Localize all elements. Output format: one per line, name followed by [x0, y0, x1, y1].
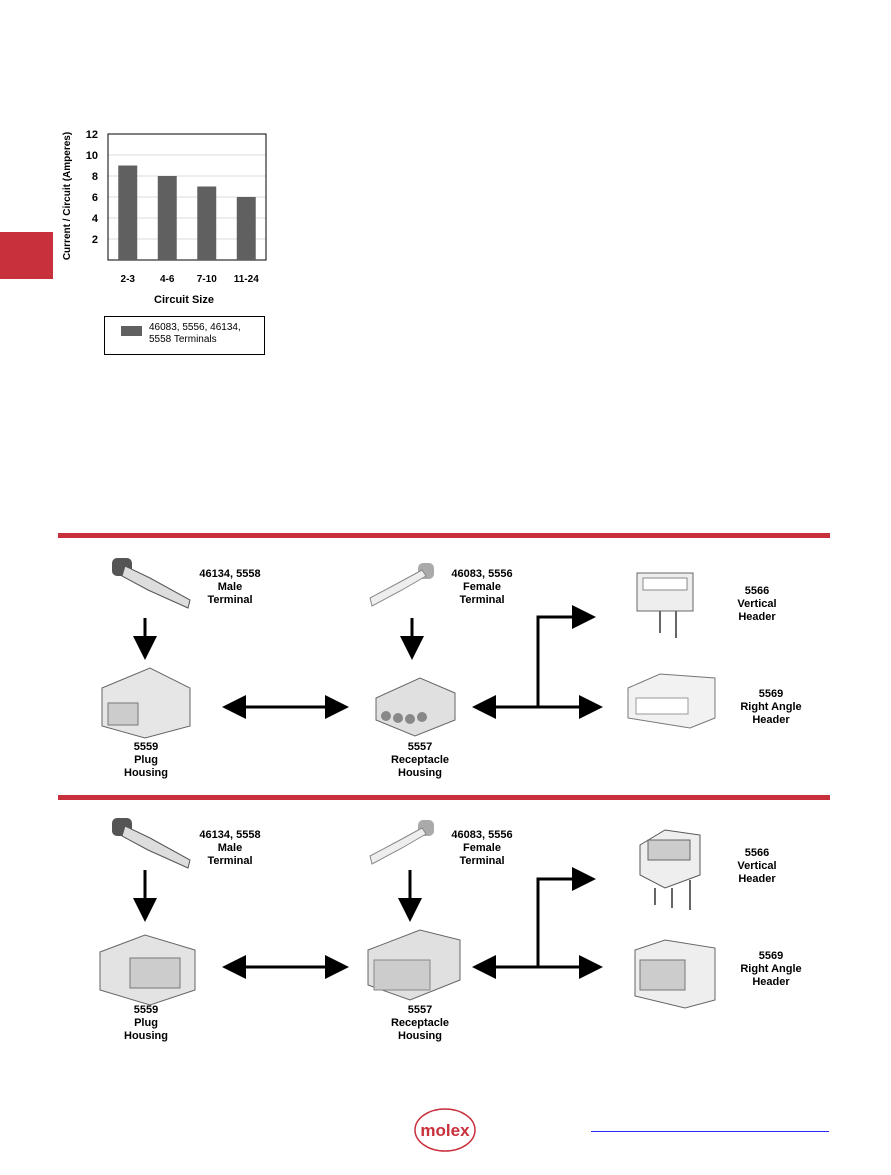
vertical-header-label: 5566 Vertical Header — [737, 847, 777, 885]
plug-housing-label: 5559 Plug Housing — [124, 741, 168, 779]
chart-x-tick-label: 7-10 — [197, 274, 217, 285]
right-angle-header-label: 5569 Right Angle Header — [740, 688, 802, 726]
connector-diagram-2: 46134, 5558 Male Terminal 46083, 5556 Fe… — [0, 800, 891, 1060]
section-tab — [0, 232, 53, 279]
molex-logo: molex — [414, 1108, 476, 1152]
male-terminal-label: 46134, 5558 Male Terminal — [199, 829, 261, 867]
legend-label: 46083, 5556, 46134, 5558 Terminals — [149, 322, 241, 345]
diagram-graphics — [101, 558, 716, 739]
section-divider — [58, 533, 830, 538]
arrow-branch — [536, 867, 596, 967]
chart-bar — [197, 186, 217, 260]
chart-x-tick-label: 11-24 — [234, 274, 259, 285]
plug-housing-icon — [99, 934, 196, 1006]
section-divider — [58, 795, 830, 800]
plug-housing-icon — [101, 667, 191, 739]
chart-bar — [118, 165, 138, 260]
plug-housing-label: 5559 Plug Housing — [124, 1004, 168, 1042]
chart-x-axis-label: Circuit Size — [154, 294, 214, 306]
chart-y-tick-label: 8 — [92, 171, 98, 183]
connector-diagram-1: 46134, 5558 Male Terminal 46083, 5556 Fe… — [0, 538, 891, 798]
chart-bar — [157, 176, 177, 260]
vertical-header-label: 5566 Vertical Header — [737, 585, 777, 623]
receptacle-housing-label: 5557 Receptacle Housing — [390, 741, 450, 779]
male-terminal-icon — [112, 558, 191, 609]
vertical-header-icon — [636, 572, 694, 638]
logo-text: molex — [420, 1121, 470, 1140]
chart-y-tick-label: 6 — [92, 192, 98, 204]
chart-legend: 46083, 5556, 46134, 5558 Terminals — [104, 316, 265, 355]
footer-link[interactable] — [591, 1131, 829, 1132]
female-terminal-icon — [369, 563, 434, 607]
female-terminal-icon — [369, 820, 434, 865]
chart-y-tick-label: 4 — [92, 213, 99, 225]
chart-y-tick-label: 10 — [86, 150, 98, 162]
receptacle-housing-icon — [367, 929, 461, 1001]
male-terminal-icon — [112, 818, 191, 869]
chart-x-tick-label: 2-3 — [121, 274, 136, 285]
chart-y-axis-label: Current / Circuit (Amperes) — [62, 132, 73, 260]
vertical-header-icon — [639, 829, 701, 910]
current-chart: 2 4 6 8 10 12 2-3 4-6 7-10 11-24 Current / Circui… — [62, 129, 267, 306]
receptacle-housing-icon — [375, 677, 456, 737]
diagram-graphics — [99, 818, 716, 1009]
arrow-branch — [536, 605, 596, 707]
right-angle-header-icon — [627, 673, 716, 729]
right-angle-header-label: 5569 Right Angle Header — [740, 950, 802, 988]
chart-x-tick-label: 4-6 — [160, 274, 175, 285]
chart-y-tick-label: 12 — [86, 129, 98, 141]
right-angle-header-icon — [634, 939, 716, 1009]
legend-swatch — [121, 326, 142, 336]
male-terminal-label: 46134, 5558 Male Terminal — [199, 568, 261, 606]
receptacle-housing-label: 5557 Receptacle Housing — [390, 1004, 450, 1042]
chart-bar — [236, 197, 256, 260]
female-terminal-label: 46083, 5556 Female Terminal — [451, 568, 513, 606]
chart-y-tick-label: 2 — [92, 234, 98, 246]
chart-plot-frame — [107, 133, 267, 261]
female-terminal-label: 46083, 5556 Female Terminal — [451, 829, 513, 867]
